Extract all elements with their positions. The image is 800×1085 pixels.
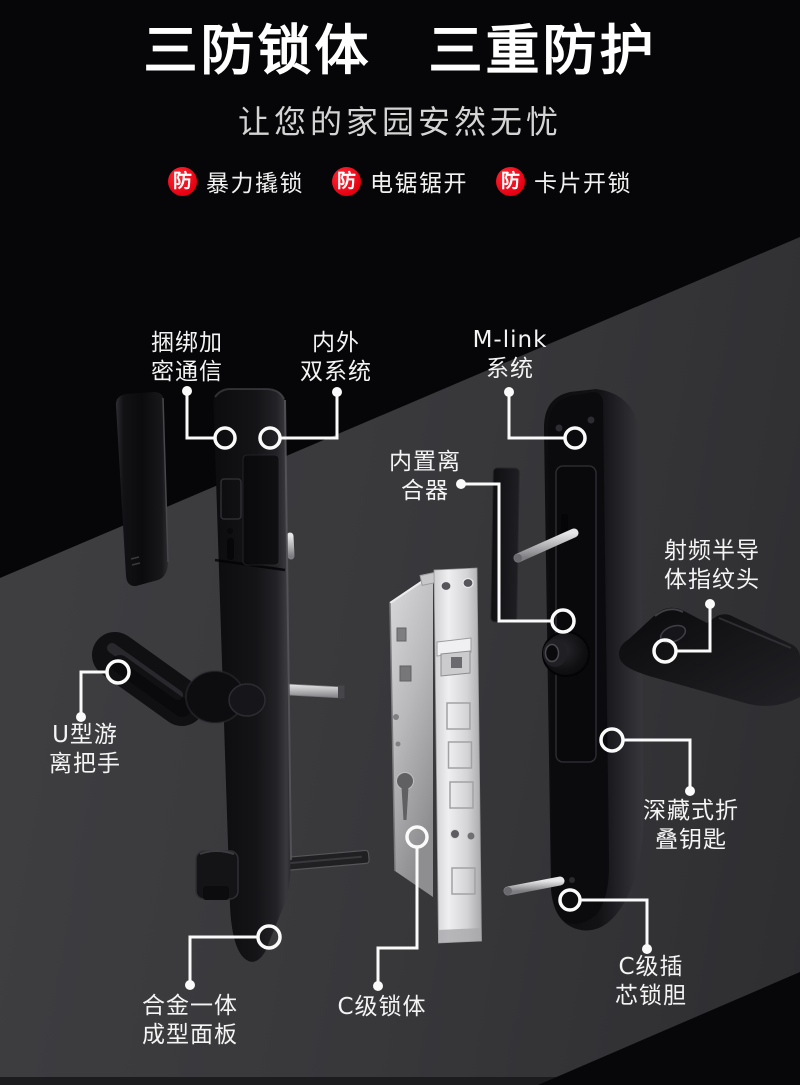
- label-line: 芯锁胆: [615, 983, 687, 1009]
- knob-art: [542, 631, 590, 677]
- label-dual-system: 内外 双系统: [266, 329, 406, 387]
- label-c-grade-lock-body: C级锁体: [307, 993, 457, 1022]
- callout-line-clutch: [456, 479, 576, 634]
- fingerprint-sensor-art: [659, 624, 687, 644]
- shield-fang-icon: 防: [496, 166, 525, 196]
- callout-line-bind-encrypt: [182, 386, 237, 450]
- label-line: 叠钥匙: [655, 827, 727, 853]
- label-built-in-clutch: 内置离 合器: [355, 448, 495, 506]
- fingerprint-handle-art: [619, 607, 800, 706]
- background-bottom-strip: [0, 1077, 800, 1085]
- battery-cover-art: [115, 392, 169, 587]
- label-rf-fingerprint: 射频半导 体指纹头: [637, 537, 787, 595]
- callout-line-lock-body: [373, 825, 429, 991]
- label-line: 体指纹头: [664, 567, 760, 593]
- label-hidden-folding-key: 深藏式折 叠钥匙: [616, 797, 766, 855]
- label-mlink-system: M-link 系统: [440, 326, 580, 384]
- label-u-handle: U型游 离把手: [15, 721, 155, 779]
- label-line: 密通信: [151, 359, 223, 385]
- rail-bar-art: [282, 849, 370, 871]
- label-line: 捆绑加: [151, 330, 223, 356]
- label-line: 成型面板: [142, 1022, 238, 1048]
- badge-anti-card: 防 卡片开锁: [496, 164, 632, 198]
- callout-lines: [76, 386, 715, 991]
- label-line: C级插: [618, 954, 684, 980]
- callout-line-cylinder: [558, 888, 652, 954]
- callout-line-alloy-panel: [185, 924, 282, 990]
- shield-fang-icon: 防: [168, 166, 197, 196]
- label-line: 系统: [486, 356, 534, 382]
- label-line: 合金一体: [142, 993, 238, 1019]
- callout-line-fingerprint: [652, 599, 715, 664]
- badge-label: 电锯锯开: [370, 171, 468, 197]
- label-alloy-panel: 合金一体 成型面板: [115, 992, 265, 1050]
- screw-pins-art: [286, 528, 579, 896]
- badge-label: 卡片开锁: [534, 171, 632, 197]
- callout-line-dual-system: [258, 387, 342, 450]
- label-line: 射频半导: [664, 538, 760, 564]
- label-line: M-link: [472, 327, 548, 353]
- label-line: 内外: [312, 330, 360, 356]
- indoor-panel-art: [542, 389, 644, 931]
- label-line: U型游: [52, 722, 118, 748]
- page-subtitle: 让您的家园安然无忧: [237, 103, 562, 141]
- badge-label: 暴力撬锁: [206, 171, 304, 197]
- label-line: 离把手: [49, 751, 121, 777]
- feature-badges: 防 暴力撬锁 防 电锯锯开 防 卡片开锁: [0, 164, 800, 198]
- keyhole-art: [396, 772, 414, 820]
- spindle-rod-art: [286, 683, 345, 699]
- label-line: 合器: [401, 478, 449, 504]
- label-bind-encrypt: 捆绑加 密通信: [117, 329, 257, 387]
- callout-line-mlink: [504, 387, 587, 450]
- shield-fang-icon: 防: [332, 166, 361, 196]
- label-c-grade-cylinder: C级插 芯锁胆: [576, 953, 726, 1011]
- latch-bolt-art: [436, 637, 472, 677]
- badge-anti-pry: 防 暴力撬锁: [168, 164, 304, 198]
- callout-line-u-handle: [76, 659, 131, 722]
- label-line: 内置离: [389, 449, 461, 475]
- mortise-lock-body-art: [389, 567, 482, 944]
- label-line: 双系统: [300, 359, 372, 385]
- deadbolt-knob-art: [195, 850, 239, 900]
- label-line: 深藏式折: [643, 798, 739, 824]
- callout-line-hidden-key: [599, 727, 695, 796]
- outdoor-panel-art: [195, 388, 292, 962]
- badge-anti-saw: 防 电锯锯开: [332, 164, 468, 198]
- label-line: C级锁体: [337, 994, 427, 1020]
- page-title: 三防锁体 三重防护: [143, 19, 657, 82]
